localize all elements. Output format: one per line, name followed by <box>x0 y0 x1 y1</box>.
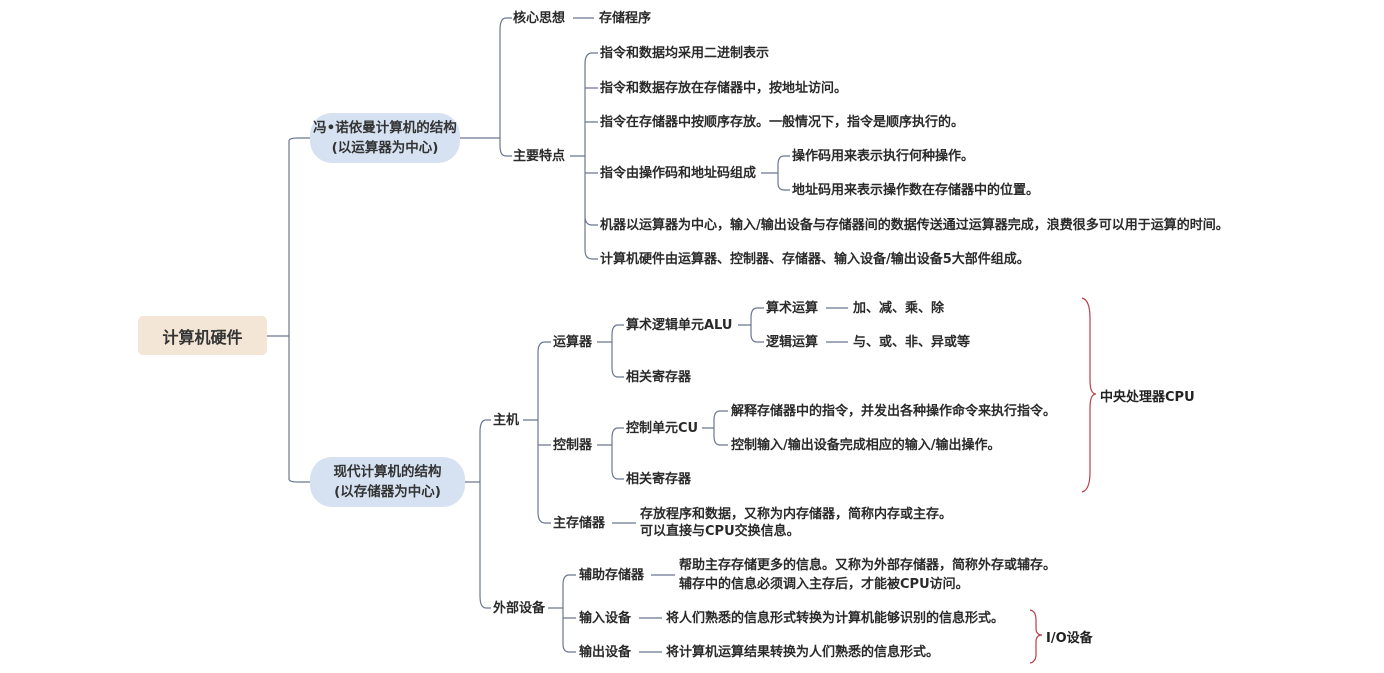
aux-storage-line: 帮助主存存储更多的信息。又称为外部存储器，简称外存或辅存。 <box>679 558 1057 573</box>
aux-storage-line: 辅存中的信息必须调入主存后，才能被CPU访问。 <box>679 577 969 592</box>
logic-value: 与、或、非、异或等 <box>853 335 971 350</box>
peripherals-label: 外部设备 <box>493 601 546 616</box>
input-device-label: 输入设备 <box>579 611 632 626</box>
input-device-value: 将人们熟悉的信息形式转换为计算机能够识别的信息形式。 <box>666 611 1005 626</box>
main-memory-line: 存放程序和数据，又称为内存储器，简称内存或主存。 <box>640 507 953 522</box>
address-detail: 地址码用来表示操作数在存储器中的位置。 <box>792 183 1040 198</box>
feature-item: 指令和数据均采用二进制表示 <box>600 46 770 61</box>
von-neumann-node: 冯•诺依曼计算机的结构 (以运算器为中心) <box>310 113 460 163</box>
controller-registers-label: 相关寄存器 <box>626 472 692 487</box>
root-label: 计算机硬件 <box>162 327 243 347</box>
von-neumann-subtitle: (以运算器为中心) <box>331 140 439 156</box>
feature-item: 计算机硬件由运算器、控制器、存储器、输入设备/输出设备5大部件组成。 <box>600 252 1030 267</box>
feature-item: 指令由操作码和地址码组成 <box>600 166 757 181</box>
output-device-label: 输出设备 <box>579 645 632 660</box>
arith-label: 算术运算 <box>766 301 819 316</box>
feature-item: 机器以运算器为中心，输入/输出设备与存储器间的数据传送通过运算器完成，浪费很多可… <box>600 218 1229 233</box>
core-idea-value: 存储程序 <box>599 11 652 26</box>
arith-value: 加、减、乘、除 <box>853 301 945 316</box>
controller-label: 控制器 <box>553 438 593 453</box>
main-memory-label: 主存储器 <box>553 516 606 531</box>
alu-unit-label: 运算器 <box>553 335 593 350</box>
main-memory-line: 可以直接与CPU交换信息。 <box>640 524 800 539</box>
io-brace <box>1029 609 1043 664</box>
logic-label: 逻辑运算 <box>766 335 819 350</box>
core-idea-label: 核心思想 <box>513 11 566 26</box>
output-device-value: 将计算机运算结果转换为人们熟悉的信息形式。 <box>666 645 940 660</box>
cpu-label: 中央处理器CPU <box>1100 390 1195 405</box>
cu-label: 控制单元CU <box>626 421 699 436</box>
cpu-brace <box>1081 297 1097 493</box>
opcode-detail: 操作码用来表示执行何种操作。 <box>792 149 975 164</box>
alu-label: 算术逻辑单元ALU <box>626 318 733 333</box>
cu-item: 解释存储器中的指令，并发出各种操作命令来执行指令。 <box>731 404 1057 419</box>
modern-subtitle: (以存储器为中心) <box>334 484 441 500</box>
von-neumann-title: 冯•诺依曼计算机的结构 <box>313 120 457 136</box>
modern-node: 现代计算机的结构 (以存储器为中心) <box>310 457 465 507</box>
root-node: 计算机硬件 <box>138 316 267 355</box>
modern-title: 现代计算机的结构 <box>333 464 442 480</box>
feature-item: 指令和数据存放在存储器中，按地址访问。 <box>600 81 848 96</box>
host-label: 主机 <box>493 413 520 428</box>
features-label: 主要特点 <box>513 149 566 164</box>
aux-storage-label: 辅助存储器 <box>579 568 645 583</box>
io-label: I/O设备 <box>1046 631 1093 646</box>
cu-item: 控制输入/输出设备完成相应的输入/输出操作。 <box>731 438 1001 453</box>
alu-registers-label: 相关寄存器 <box>626 370 692 385</box>
feature-item: 指令在存储器中按顺序存放。一般情况下，指令是顺序执行的。 <box>600 115 965 130</box>
